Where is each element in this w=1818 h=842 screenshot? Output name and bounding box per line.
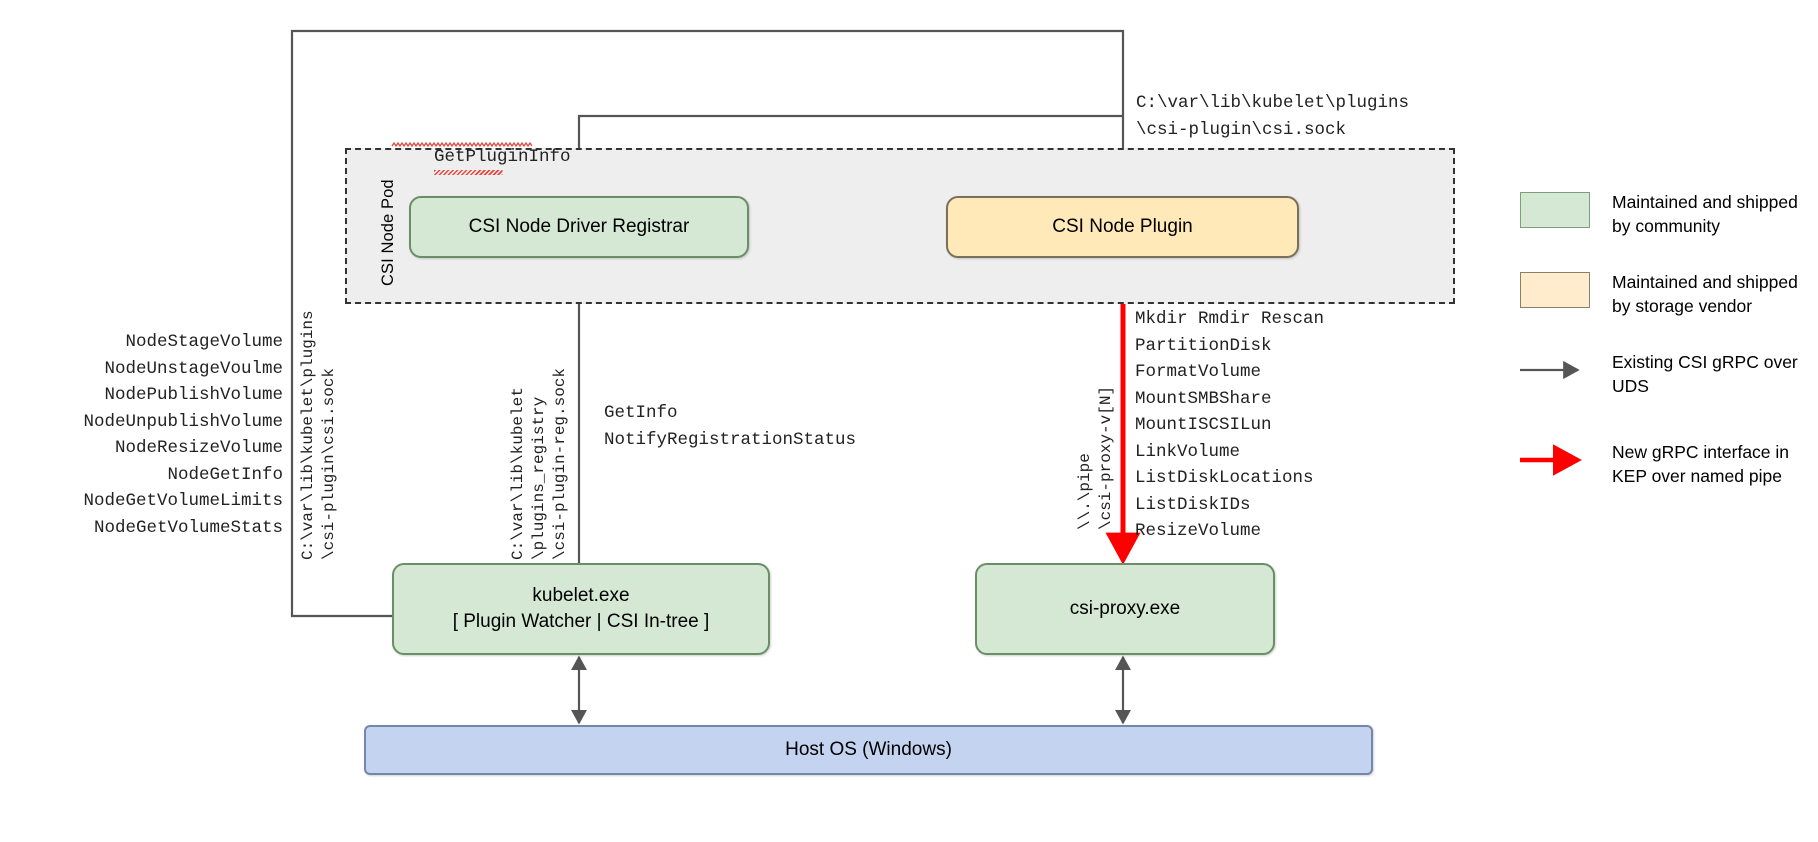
node-rpc-item: NodeGetInfo (167, 464, 283, 485)
label-named-pipe-path: \\.\pipe\csi-proxy-v[N] (1076, 385, 1115, 530)
legend-row-new-grpc: New gRPC interface in KEP over named pip… (1520, 440, 1810, 488)
node-kubelet-exe-label: kubelet.exe (532, 585, 630, 607)
csi-proxy-api-item: ListDiskIDs (1135, 494, 1251, 515)
legend-arrow-red-icon (1520, 442, 1590, 478)
csi-proxy-api-item: PartitionDisk (1135, 335, 1272, 356)
node-rpc-item: NodeStageVolume (125, 332, 283, 352)
csi-proxy-api-item: ListDiskLocations (1135, 468, 1314, 488)
node-csi-proxy-exe[interactable]: csi-proxy.exe (975, 563, 1275, 655)
legend-row-community: Maintained and shipped by community (1520, 190, 1810, 238)
node-host-os-label: Host OS (Windows) (785, 739, 952, 761)
csi-proxy-api-item: ResizeVolume (1135, 521, 1262, 541)
legend-label-existing-grpc: Existing CSI gRPC over UDS (1612, 352, 1798, 396)
node-kubelet-exe[interactable]: kubelet.exe [ Plugin Watcher | CSI In-tr… (392, 563, 770, 655)
node-csi-node-driver-registrar-label: CSI Node Driver Registrar (468, 216, 690, 238)
node-kubelet-exe-text: kubelet.exe [ Plugin Watcher | CSI In-tr… (453, 583, 710, 634)
label-registration-sock-path: C:\var\lib\kubelet\plugins_registry\csi-… (509, 367, 569, 560)
node-rpc-item: NodePublishVolume (104, 385, 283, 405)
legend-row-existing-grpc: Existing CSI gRPC over UDS (1520, 350, 1810, 398)
label-get-plugin-info-text: GetPluginInfo (434, 144, 571, 171)
legend-row-vendor: Maintained and shipped by storage vendor (1520, 270, 1810, 318)
csi-proxy-api-item: MountSMBShare (1135, 388, 1272, 409)
node-rpc-item: NodeUnstageVoulme (104, 358, 283, 379)
csi-proxy-api-item: FormatVolume (1135, 362, 1262, 382)
legend: Maintained and shipped by community Main… (1520, 190, 1810, 520)
legend-label-community: Maintained and shipped by community (1612, 192, 1798, 236)
node-host-os[interactable]: Host OS (Windows) (364, 725, 1373, 775)
legend-swatch-green-icon (1520, 192, 1590, 228)
node-csi-proxy-exe-label: csi-proxy.exe (1069, 598, 1181, 620)
node-rpc-item: NodeGetVolumeStats (93, 517, 283, 538)
node-rpc-item: NodeUnpublishVolume (83, 411, 283, 432)
legend-label-new-grpc: New gRPC interface in KEP over named pip… (1612, 442, 1790, 486)
legend-label-vendor: Maintained and shipped by storage vendor (1612, 272, 1798, 316)
registrar-rpc-item: GetInfo (604, 403, 678, 423)
label-plugin-socket-path: C:\var\lib\kubelet\plugins\csi-plugin\cs… (1136, 93, 1410, 140)
node-rpc-item: NodeGetVolumeLimits (83, 491, 283, 511)
legend-swatch-yellow-icon (1520, 272, 1590, 308)
node-csi-node-plugin[interactable]: CSI Node Plugin (946, 196, 1299, 258)
registrar-rpc-item: NotifyRegistrationStatus (604, 429, 857, 450)
legend-arrow-gray-icon (1520, 352, 1590, 388)
node-csi-node-driver-registrar[interactable]: CSI Node Driver Registrar (409, 196, 749, 258)
node-rpc-item: NodeResizeVolume (114, 438, 283, 458)
node-csi-node-plugin-label: CSI Node Plugin (1052, 216, 1193, 238)
node-kubelet-exe-sublabel: [ Plugin Watcher | CSI In-tree ] (452, 611, 710, 632)
csi-proxy-api-item: MountISCSILun (1135, 415, 1272, 435)
label-get-plugin-info: GetPluginInfo (391, 117, 571, 197)
spellcheck-squiggle-icon (391, 141, 533, 148)
label-csi-sock-path: C:\var\lib\kubelet\plugins\csi-plugin\cs… (299, 310, 338, 560)
csi-proxy-api-item: LinkVolume (1135, 441, 1241, 462)
csi-proxy-api-item: Mkdir Rmdir Rescan (1135, 309, 1325, 329)
